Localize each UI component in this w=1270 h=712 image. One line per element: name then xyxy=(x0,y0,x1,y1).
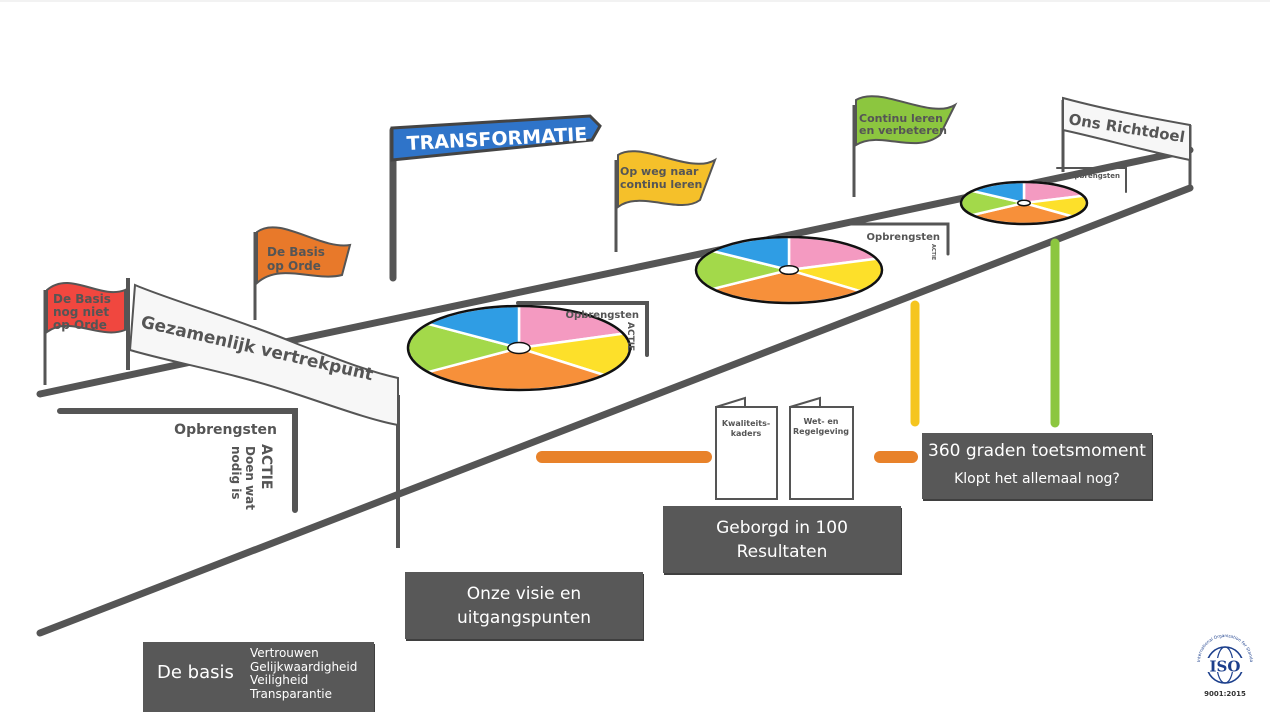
basis-title: De basis xyxy=(157,662,234,683)
svg-text:op Orde: op Orde xyxy=(53,318,107,332)
road-lower-edge xyxy=(36,184,1194,637)
flag-yellow: Op weg naar continu leren xyxy=(614,150,717,252)
svg-text:ACTIE: ACTIE xyxy=(258,444,274,489)
stage-3-outcome: Opbrengsten ACTIE xyxy=(836,222,950,261)
svg-text:Doen wat: Doen wat xyxy=(243,446,257,510)
svg-text:Opbrengsten: Opbrengsten xyxy=(174,422,277,438)
svg-text:Wet- en: Wet- en xyxy=(803,417,838,426)
svg-text:nog niet: nog niet xyxy=(53,305,109,319)
wheel-stage-3 xyxy=(959,180,1089,226)
toetsmoment-box: 360 graden toetsmoment Klopt het allemaa… xyxy=(922,433,1152,499)
wheel-rim xyxy=(406,304,632,392)
basis-value: Transparantie xyxy=(250,686,332,701)
svg-text:Opbrengsten: Opbrengsten xyxy=(867,232,940,243)
svg-text:Kwaliteits-: Kwaliteits- xyxy=(722,419,770,428)
svg-text:Regelgeving: Regelgeving xyxy=(793,427,849,436)
connectors xyxy=(536,238,1060,463)
visie-line-1: Onze visie en xyxy=(466,583,582,604)
svg-text:De Basis: De Basis xyxy=(53,292,111,306)
stage-4-outcome: Opbrengsten xyxy=(1056,167,1127,193)
top-border xyxy=(0,0,1270,2)
svg-text:kaders: kaders xyxy=(731,429,762,438)
svg-text:ACTIE: ACTIE xyxy=(625,322,635,351)
stage-2-outcome: Opbrengsten ACTIE xyxy=(516,301,649,357)
wheel-rim xyxy=(694,235,884,305)
wheel-rim xyxy=(959,180,1089,226)
svg-text:Continu leren: Continu leren xyxy=(859,112,943,125)
basis-values: Vertrouwen Gelijkwaardigheid Veiligheid … xyxy=(250,646,358,701)
flag-orange: De Basis op Orde xyxy=(253,226,352,320)
geborgd-line-1: Geborgd in 100 xyxy=(716,517,848,538)
svg-text:Opbrengsten: Opbrengsten xyxy=(566,310,639,321)
wheel-stage-2 xyxy=(694,235,884,305)
transformatie-sign: TRANSFORMATIE xyxy=(389,114,602,282)
geborgd-box: Geborgd in 100 Resultaten xyxy=(663,506,901,573)
basis-value: Vertrouwen xyxy=(250,646,319,660)
geborgd-line-2: Resultaten xyxy=(736,541,828,562)
svg-text:Opbrengsten: Opbrengsten xyxy=(1069,172,1120,180)
svg-text:nodig is: nodig is xyxy=(229,446,243,500)
visie-line-2: uitgangspunten xyxy=(456,607,592,628)
basis-value: Veiligheid xyxy=(250,673,309,687)
basis-box: De basis Vertrouwen Gelijkwaardigheid Ve… xyxy=(143,642,374,712)
document-wet-en-regelgeving: Wet- en Regelgeving xyxy=(789,396,854,500)
svg-text:ACTIE: ACTIE xyxy=(930,244,936,261)
flag-red: De Basis nog niet op Orde xyxy=(43,282,126,385)
basis-value: Gelijkwaardigheid xyxy=(250,659,358,674)
iso-wordmark: ISO xyxy=(1210,658,1241,676)
stage-1-outcome: Opbrengsten ACTIE Doen wat nodig is xyxy=(57,408,298,513)
svg-text:Op weg naar: Op weg naar xyxy=(620,165,699,178)
iso-logo: International Organization for Standardi… xyxy=(1192,630,1254,698)
start-banner: Gezamenlijk vertrekpunt xyxy=(128,283,399,427)
flag-green: Continu leren en verbeteren xyxy=(852,95,958,197)
toetsmoment-title: 360 graden toetsmoment xyxy=(928,441,1146,461)
wheel-hub xyxy=(778,264,800,276)
toetsmoment-subtitle: Klopt het allemaal nog? xyxy=(954,471,1120,487)
wheel-stage-1 xyxy=(406,304,632,392)
visie-box: Onze visie en uitgangspunten xyxy=(405,572,643,639)
svg-text:op Orde: op Orde xyxy=(267,259,321,273)
svg-text:De Basis: De Basis xyxy=(267,245,325,259)
wheel-hub xyxy=(1016,199,1032,207)
svg-text:en verbeteren: en verbeteren xyxy=(859,124,947,137)
document-kwaliteitskaders: Kwaliteits- kaders xyxy=(715,396,778,500)
iso-standard: 9001:2015 xyxy=(1204,690,1246,698)
wheel-hub xyxy=(507,341,531,355)
svg-text:continu leren: continu leren xyxy=(620,178,702,191)
